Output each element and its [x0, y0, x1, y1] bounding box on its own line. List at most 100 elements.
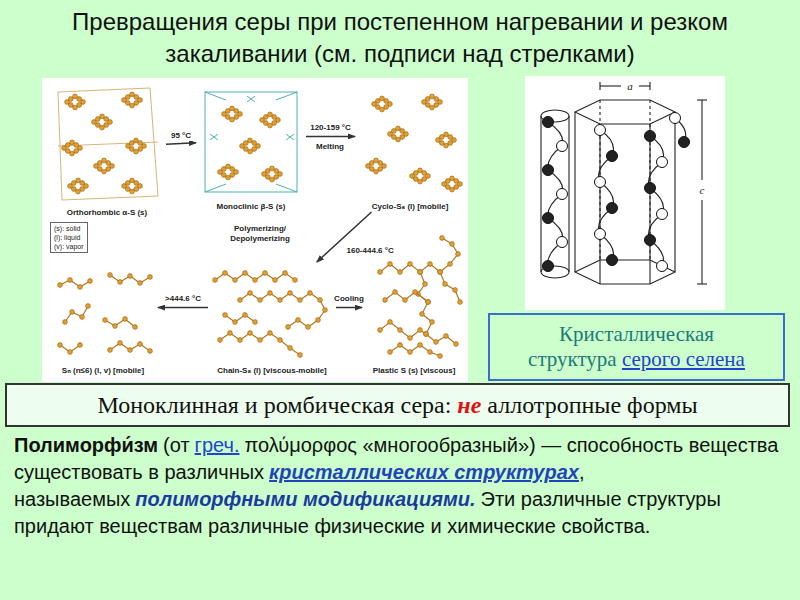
selenium-atoms — [645, 183, 656, 194]
monoclinic-sulfur — [220, 166, 236, 177]
temperature-label: 160-444.6 °C — [346, 246, 395, 256]
selenium-structure — [568, 116, 569, 272]
small-sulfur-chains — [60, 280, 90, 287]
term: Полиморфи́зм — [14, 434, 158, 456]
structure-caption: Orthorhombic α-S (s) — [67, 208, 147, 218]
selenium-structure — [599, 82, 600, 90]
process-label: Polymerizing/ Depolymerizing — [220, 224, 300, 244]
slide-title: Превращения серы при постепенном нагрева… — [60, 6, 740, 70]
orthorhombic-sulfur — [124, 94, 140, 105]
transition-arrow — [158, 307, 208, 309]
cyclo-sulfur — [368, 160, 384, 171]
small-sulfur-chains — [110, 343, 150, 351]
selenium-atoms — [543, 261, 554, 272]
state-key-box: (s): solid(l): liquid(v): vapor — [50, 222, 88, 253]
orthorhombic-sulfur — [58, 88, 158, 200]
temperature-label: 120-159 °C — [309, 123, 352, 133]
figure-caption-box: Кристаллическая структурасерого селена — [488, 313, 785, 381]
chain-sulfur — [215, 273, 325, 355]
text-wrapper: Моноклинная и ромбическая сера:неаллотро… — [97, 390, 697, 420]
selenium-structure — [540, 116, 541, 272]
structure-caption: Chain-S₈ (l) [viscous-mobile] — [217, 366, 327, 376]
selenium-atoms — [595, 177, 606, 188]
transition-arrow — [166, 143, 196, 145]
chain-sulfur — [215, 273, 295, 280]
selenium-atoms — [645, 131, 656, 142]
selenium-structure — [575, 260, 675, 284]
selenium-atoms — [543, 117, 554, 128]
selenium-atoms — [557, 141, 568, 152]
paragraph-text: (от — [163, 434, 190, 456]
selenium-atoms — [557, 237, 568, 248]
monoclinic-sulfur — [242, 140, 258, 151]
monoclinic-sulfur — [205, 92, 297, 192]
state-key-line: (l): liquid — [54, 233, 84, 242]
monoclinic-sulfur — [205, 184, 226, 192]
selenium-atoms — [645, 235, 656, 246]
transition-arrow — [336, 307, 362, 309]
plastic-sulfur — [385, 292, 428, 302]
connector-group — [158, 136, 372, 307]
monoclinic-sulfur — [224, 108, 240, 119]
cyclo-sulfur — [368, 96, 460, 189]
selenium-structure — [599, 130, 614, 260]
selenium-atoms — [557, 189, 568, 200]
text-wrapper: Кристаллическая структурасерого селена — [496, 322, 777, 372]
structure-caption: Cyclo-S₈ (l) [mobile] — [372, 202, 449, 212]
allotrope-node: Cyclo-S₈ (l) [mobile] — [355, 86, 465, 212]
structure-caption: Monoclinic β-S (s) — [217, 202, 286, 212]
allotrope-node: Chain-S₈ (l) [viscous-mobile] — [208, 262, 336, 376]
selenium-structure — [701, 100, 702, 180]
cyclo-sulfur — [390, 128, 406, 139]
cyclo-sulfur — [374, 98, 390, 109]
selenium-atoms — [657, 209, 668, 220]
cyclo-sulfur — [444, 178, 460, 189]
selenium-structure — [649, 82, 650, 90]
cyclo-sulfur — [438, 134, 454, 145]
structure-caption: Sₙ (n≤6) (l, v) [mobile] — [62, 366, 144, 376]
selenium-atoms — [607, 203, 618, 214]
selenium-atoms — [543, 113, 690, 272]
monoclinic-sulfur — [210, 96, 294, 140]
small-sulfur-chains — [110, 275, 150, 283]
lattice-dimension: c — [699, 184, 706, 196]
monoclinic-sulfur — [205, 92, 226, 100]
plastic-sulfur — [440, 272, 460, 302]
monoclinic-sulfur — [205, 92, 297, 192]
selenium-structure — [697, 99, 707, 100]
selenium-atoms — [657, 157, 668, 168]
selenium-atoms — [607, 255, 618, 266]
selenium-structure — [649, 136, 664, 266]
selenium-panel — [525, 76, 725, 310]
orthorhombic-sulfur — [124, 180, 140, 191]
selenium-atoms — [679, 137, 690, 148]
orthorhombic-sulfur — [64, 142, 80, 153]
selenium-structure — [575, 100, 675, 124]
temperature-label: Cooling — [333, 294, 365, 304]
selenium-structure — [541, 82, 707, 284]
box-text: Моноклинная и ромбическая сера: — [97, 392, 451, 418]
selenium-structure — [574, 112, 575, 272]
small-sulfur-chains — [65, 306, 88, 322]
chain-sulfur — [220, 333, 300, 355]
orthorhombic-sulfur — [58, 88, 158, 200]
cyclo-sulfur — [412, 170, 428, 181]
definition-paragraph: Полиморфи́зм(отгреч.πολύμορφος «многообр… — [14, 432, 786, 540]
plastic-sulfur — [418, 272, 456, 344]
box-text: серого селена — [622, 347, 745, 371]
box-text: аллотропные формы — [487, 392, 697, 418]
selenium-atoms — [595, 125, 606, 136]
orthorhombic-sulfur — [128, 140, 144, 151]
highlighted-term: полиморфными модификациями. — [135, 488, 475, 510]
small-sulfur-chains — [105, 319, 135, 327]
small-sulfur-chains — [60, 275, 150, 352]
monoclinic-sulfur — [262, 114, 278, 125]
plastic-sulfur — [390, 345, 440, 356]
state-key-line: (s): solid — [54, 224, 84, 233]
selenium-structure — [600, 85, 621, 86]
lattice-dimension: a — [626, 80, 634, 92]
monoclinic-sulfur — [276, 184, 297, 192]
